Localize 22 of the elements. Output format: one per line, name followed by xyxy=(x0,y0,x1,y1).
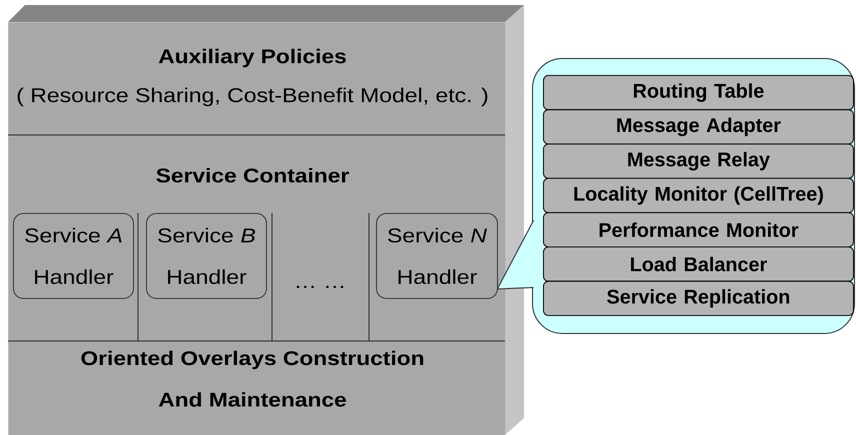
handler-box: Service N Handler xyxy=(376,213,498,299)
module-row: Load Balancer xyxy=(543,246,854,282)
module-row: Performance Monitor xyxy=(543,212,854,248)
layer-subtitle: ( Resource Sharing, Cost-Benefit Model, etc. ) xyxy=(18,88,488,106)
module-row: Locality Monitor (CellTree) xyxy=(543,178,854,214)
node-label: Performance Monitor xyxy=(600,222,798,238)
node-label: Load Balancer xyxy=(631,256,767,272)
layer-band xyxy=(8,22,506,136)
layer-title: Auxiliary Policies xyxy=(158,48,346,68)
handler-box: Service A Handler xyxy=(13,213,134,299)
module-row: Message Relay xyxy=(543,144,854,179)
callout-tail xyxy=(496,220,534,290)
block-cuboid xyxy=(8,5,524,435)
module-row: Message Adapter xyxy=(543,109,854,144)
module-row: Routing Table xyxy=(543,75,854,110)
handler-box: Service B Handler xyxy=(146,213,267,299)
module-row: Service Replication xyxy=(543,280,854,316)
node-label: Message Adapter xyxy=(617,118,781,136)
layer-title: Oriented Overlays Construction And Maintenance xyxy=(81,350,424,407)
layer-title: Service Container xyxy=(156,168,349,183)
layer-band xyxy=(8,341,506,435)
ellipsis-text: … … xyxy=(296,286,344,288)
